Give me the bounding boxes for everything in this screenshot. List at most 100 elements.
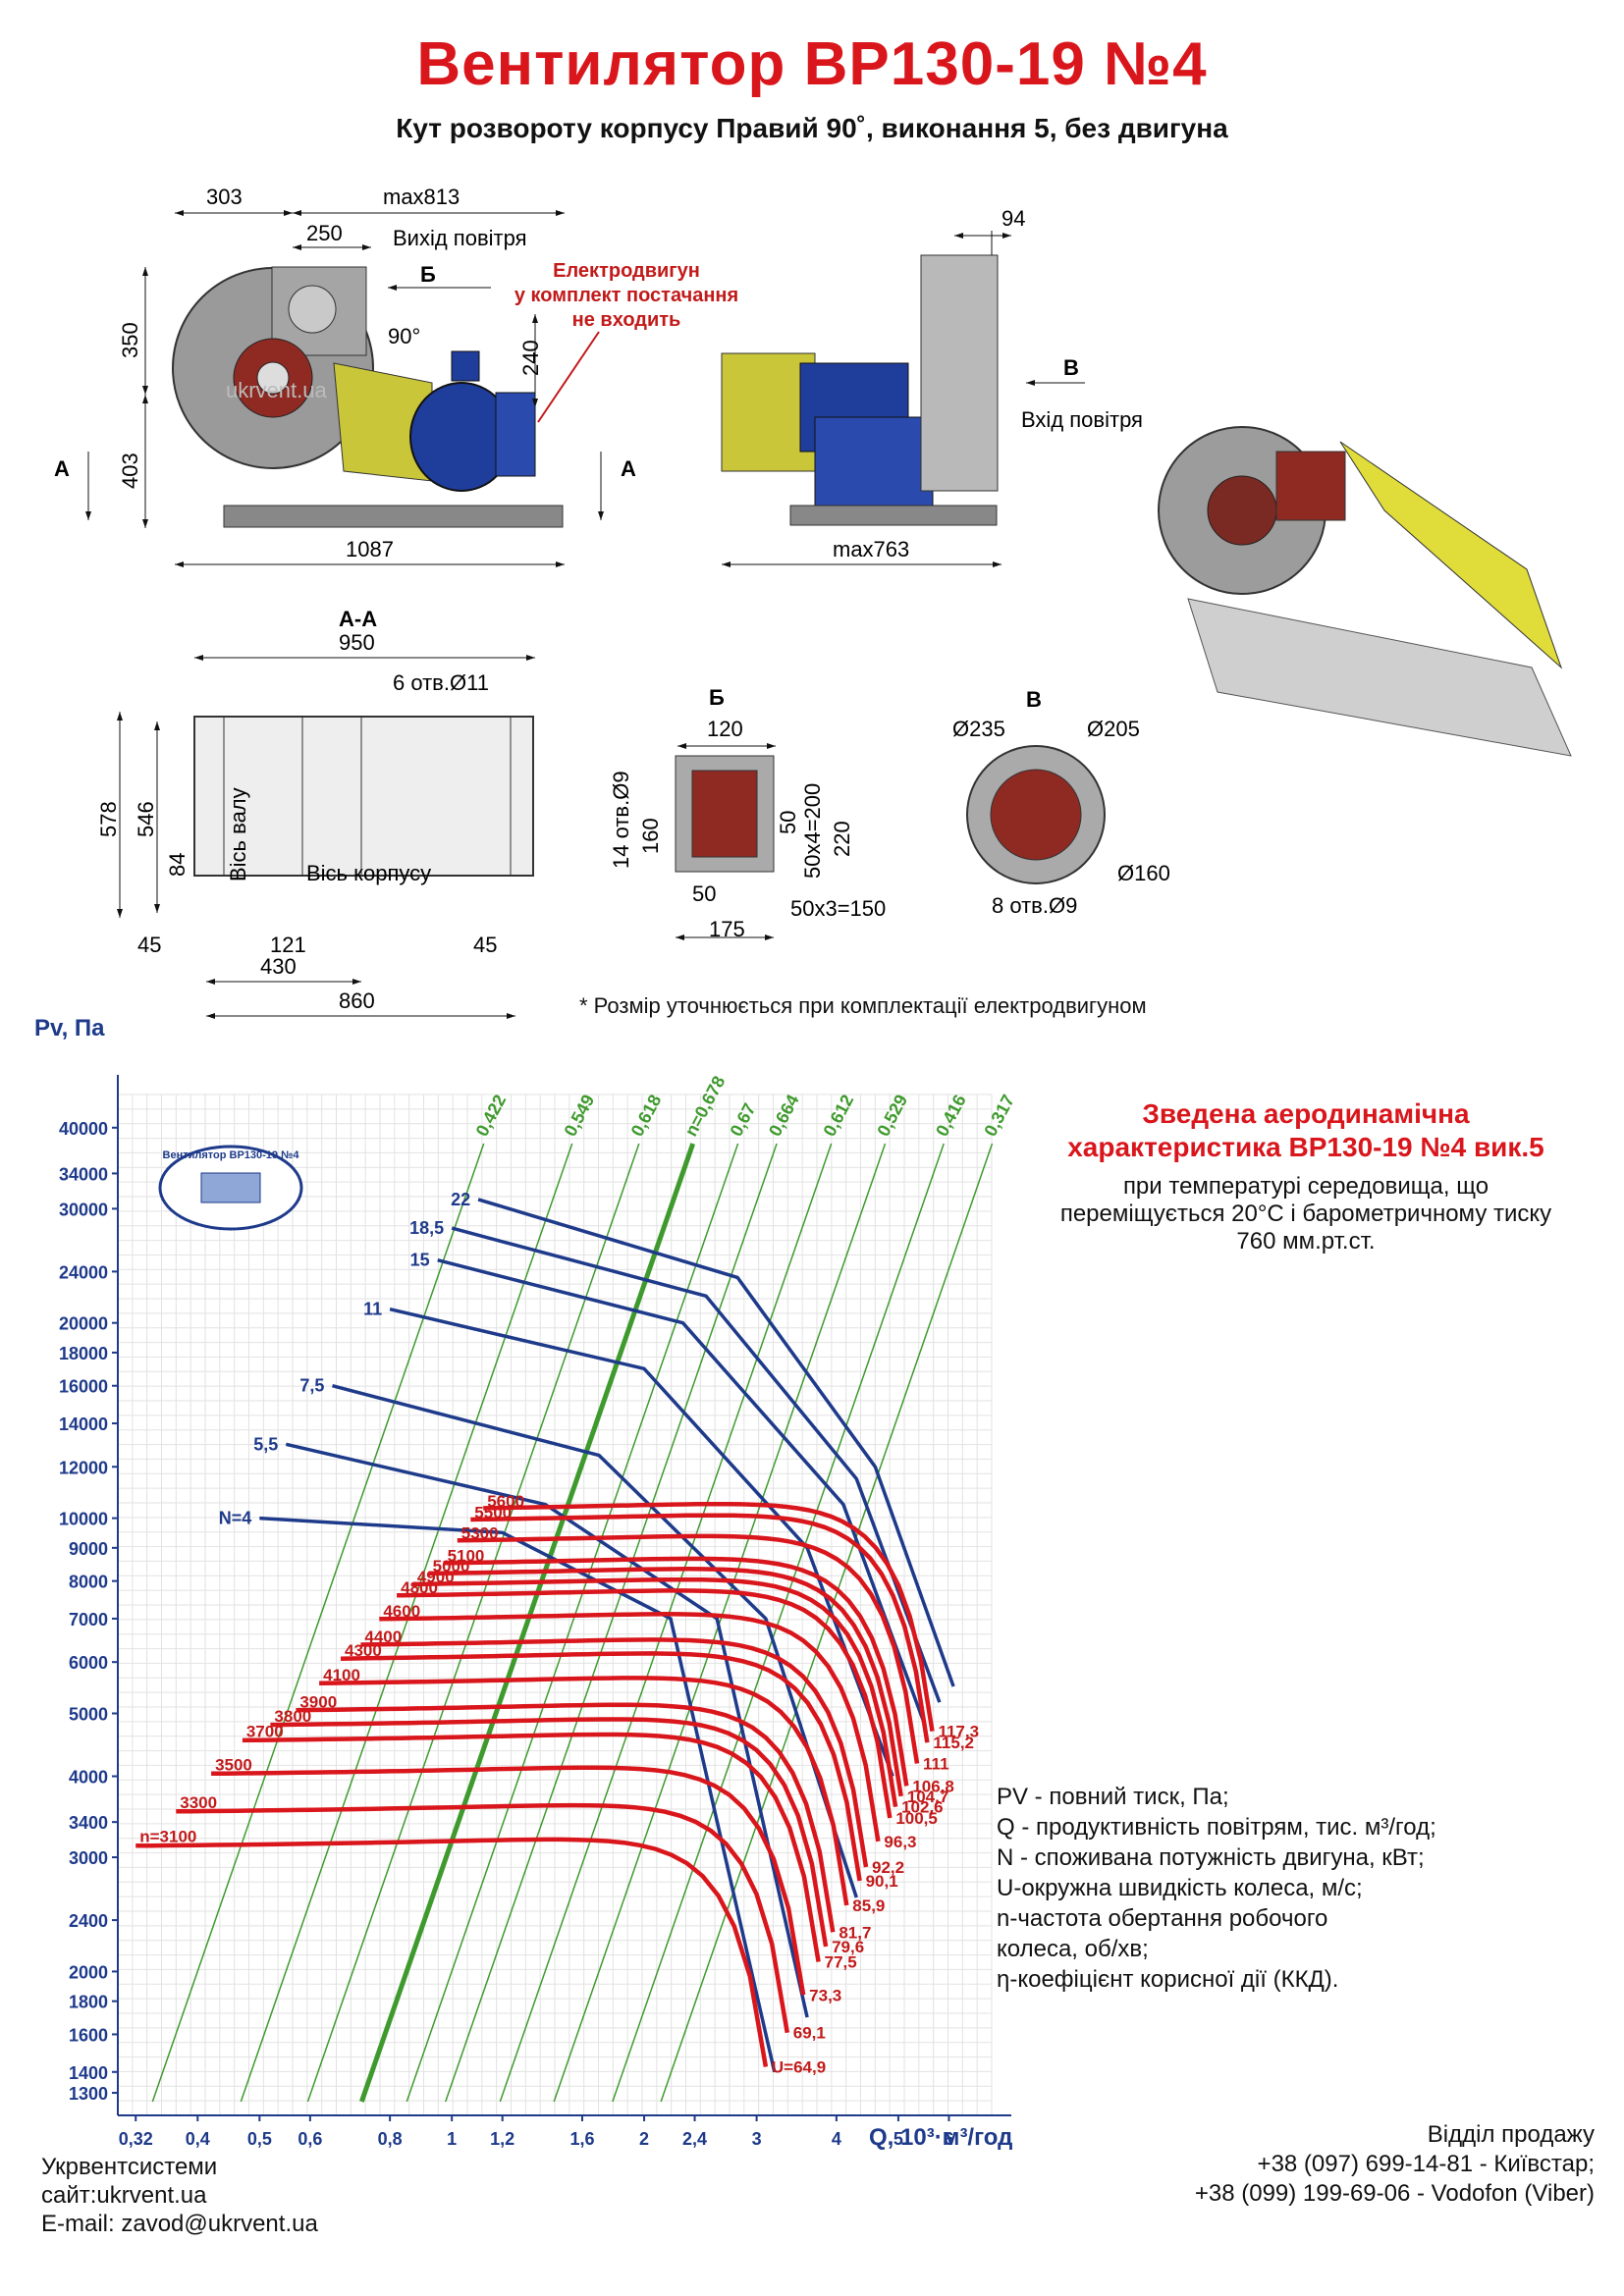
speed-curve: [412, 1576, 898, 1808]
motor-note-line1: Електродвигун: [553, 260, 700, 282]
dim-546: 546: [134, 801, 158, 837]
speed-curve: [457, 1533, 920, 1764]
power-curve: [259, 1516, 777, 2073]
holes-8: 8 отв.Ø9: [992, 893, 1077, 918]
x-axis-label: Q, 10³·м³/год: [869, 2124, 1012, 2151]
speed-u-label: 102,6: [901, 1798, 944, 1817]
chart-title-line1: Зведена аеродинамічна: [1142, 1098, 1470, 1129]
y-tick-label: 1600: [69, 2025, 108, 2045]
x-tick-label: 0,6: [298, 2129, 322, 2149]
speed-u-label: 85,9: [852, 1896, 885, 1915]
sales-dept: Відділ продажу: [1427, 2121, 1595, 2148]
power-curve: [285, 1442, 809, 2018]
speed-curve: [379, 1612, 881, 1842]
efficiency-label: 0,549: [561, 1092, 599, 1140]
speed-u-label: 100,5: [895, 1809, 938, 1828]
y-tick-label: 7000: [69, 1610, 108, 1629]
speed-curve: [211, 1765, 806, 1996]
speed-u-label: 81,7: [839, 1923, 871, 1942]
dim-250: 250: [306, 221, 343, 245]
chart-legend: PV - повний тиск, Па; Q - продуктивність…: [997, 1782, 1605, 1995]
y-tick-label: 16000: [59, 1377, 108, 1397]
dim-50x4: 50х4=200: [800, 783, 825, 879]
dim-120: 120: [707, 717, 743, 741]
legend-n: N - споживана потужність двигуна, кВт;: [997, 1844, 1425, 1871]
x-tick-label: 1,6: [569, 2129, 594, 2149]
rpm-label: n=3100: [139, 1828, 196, 1846]
section-a-right: A: [621, 456, 636, 481]
power-label: 18,5: [409, 1218, 444, 1238]
dim-205: Ø205: [1087, 717, 1140, 741]
y-tick-label: 1300: [69, 2084, 108, 2104]
motor-note-line2: у комплект постачання: [514, 285, 738, 306]
section-a-left: A: [54, 456, 70, 481]
phone-vodafone[interactable]: +38 (099) 199-69-06 - Vodofon (Viber): [1194, 2180, 1595, 2207]
legend-u: U-окружна швидкість колеса, м/с;: [997, 1875, 1363, 1901]
y-tick-label: 18000: [59, 1344, 108, 1363]
dim-220: 220: [830, 821, 854, 857]
efficiency-label: 0,664: [765, 1092, 803, 1140]
dim-303: 303: [206, 185, 243, 209]
email-link[interactable]: E-mail: zavod@ukrvent.ua: [41, 2211, 318, 2237]
legend-rpm: n-частота обертання робочого: [997, 1905, 1328, 1932]
legend-q: Q - продуктивність повітрям, тис. м³/год…: [997, 1814, 1436, 1841]
legend-rpm-cont: колеса, об/хв;: [997, 1936, 1149, 1962]
view-b-marker: Б: [420, 262, 436, 287]
company-name: Укрвентсистеми: [41, 2154, 218, 2180]
speed-curve: [319, 1676, 849, 1906]
y-tick-label: 9000: [69, 1539, 108, 1559]
footer-sales: Відділ продажу +38 (097) 699-14-81 - Киї…: [1195, 2120, 1595, 2209]
side-view: 94 В Вхід повітря max763: [721, 206, 1143, 567]
speed-curve: [135, 1837, 769, 2067]
x-tick-label: 1: [447, 2129, 457, 2149]
power-label: 7,5: [299, 1376, 324, 1396]
y-tick-label: 34000: [59, 1164, 108, 1184]
dim-121: 121: [270, 933, 306, 957]
efficiency-line: [240, 1143, 573, 2103]
y-tick-label: 8000: [69, 1573, 108, 1592]
legend-pv: PV - повний тиск, Па;: [997, 1784, 1229, 1810]
x-tick-label: 0,4: [186, 2129, 210, 2149]
speed-u-label: 79,6: [832, 1938, 864, 1956]
efficiency-label: n=0,678: [681, 1073, 730, 1140]
rpm-label: 5100: [448, 1547, 485, 1566]
rpm-label: 3500: [215, 1756, 252, 1775]
dim-50-vert: 50: [776, 811, 800, 834]
dim-860: 860: [339, 988, 375, 1013]
efficiency-line: [306, 1143, 640, 2103]
section-a-a: А-А 950 6 отв.Ø11 578 546 84 Вісь валу В…: [96, 607, 535, 1019]
speed-u-label: 117,3: [938, 1723, 979, 1741]
dim-45-right: 45: [473, 933, 497, 957]
y-tick-label: 40000: [59, 1119, 108, 1139]
y-tick-label: 3400: [69, 1813, 108, 1833]
efficiency-line: [660, 1143, 994, 2103]
y-tick-label: 30000: [59, 1200, 108, 1219]
holes-9: 14 отв.Ø9: [609, 771, 633, 869]
speed-u-label: 69,1: [793, 2024, 826, 2043]
site-link[interactable]: сайт:ukrvent.ua: [41, 2182, 207, 2209]
speed-curve: [397, 1588, 893, 1819]
dim-94: 94: [1001, 206, 1025, 231]
dim-950: 950: [339, 630, 375, 655]
dim-max763: max763: [833, 537, 909, 561]
power-curve: [477, 1198, 955, 1687]
x-tick-label: 2,4: [682, 2129, 707, 2149]
chart-title-line2: характеристика ВР130-19 №4 вик.5: [1067, 1132, 1544, 1162]
view-v-marker: В: [1063, 355, 1079, 380]
efficiency-label: 0,612: [820, 1092, 858, 1140]
body-axis: Вісь корпусу: [306, 861, 431, 885]
rpm-label: 4400: [364, 1628, 402, 1646]
fan-3d-render: [1158, 426, 1572, 757]
y-tick-label: 10000: [59, 1510, 108, 1529]
chart-axes: 4000034000300002400020000180001600014000…: [59, 1075, 1011, 2149]
dim-50x3: 50х3=150: [790, 896, 886, 921]
phone-kyivstar[interactable]: +38 (097) 699-14-81 - Київстар;: [1257, 2151, 1595, 2177]
chart-title: Зведена аеродинамічна характеристика ВР1…: [992, 1097, 1620, 1164]
dim-240: 240: [518, 340, 543, 376]
dim-160-circle: Ø160: [1117, 861, 1170, 885]
power-curve: [451, 1226, 942, 1703]
page-title: Вентилятор ВР130-19 №4: [416, 30, 1208, 98]
size-note: * Розмір уточнюється при комплектації ел…: [579, 993, 1147, 1018]
x-tick-label: 6: [944, 2129, 953, 2149]
